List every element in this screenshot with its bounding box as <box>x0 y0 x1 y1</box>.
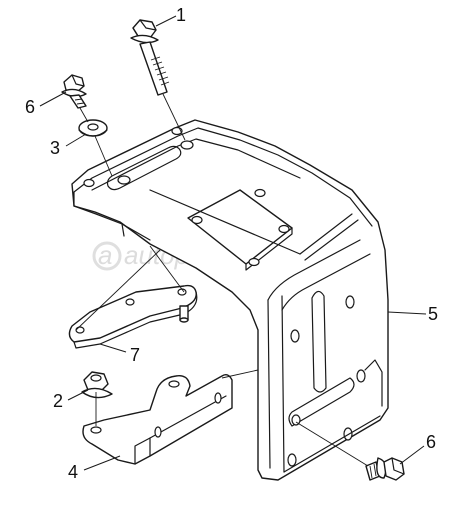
pad-hole <box>254 188 266 198</box>
leader-lines <box>39 15 427 471</box>
side-hole <box>345 295 355 309</box>
side-hole <box>287 453 297 467</box>
callout-3: 3 <box>50 138 60 158</box>
washer <box>78 119 108 137</box>
bolt-hole <box>180 140 194 150</box>
callout-1: 1 <box>176 5 186 25</box>
plate-small <box>68 284 198 349</box>
pad-hole <box>248 257 260 267</box>
callout-2: 2 <box>53 391 63 411</box>
watermark-logo-letter: a <box>98 240 112 270</box>
pad-hole <box>278 224 290 234</box>
callout-6-bottom: 6 <box>426 432 436 452</box>
callout-6-top: 6 <box>25 97 35 117</box>
bolt-long <box>130 19 170 96</box>
slot-hole <box>291 414 301 426</box>
l-bracket <box>82 373 233 465</box>
flange-nut <box>81 371 113 399</box>
bolt-small-top <box>61 74 87 109</box>
callout-5: 5 <box>428 304 438 324</box>
callouts: 1 2 3 4 5 6 6 7 <box>25 5 438 482</box>
bolt-small-bottom <box>365 457 405 481</box>
bolt-hole <box>117 175 131 185</box>
pad-hole <box>191 215 203 225</box>
callout-7: 7 <box>130 345 140 365</box>
side-hole <box>356 369 366 383</box>
bolt-hole <box>83 178 95 188</box>
callout-4: 4 <box>68 462 78 482</box>
assembly-lines <box>75 93 369 467</box>
side-hole <box>290 329 300 343</box>
